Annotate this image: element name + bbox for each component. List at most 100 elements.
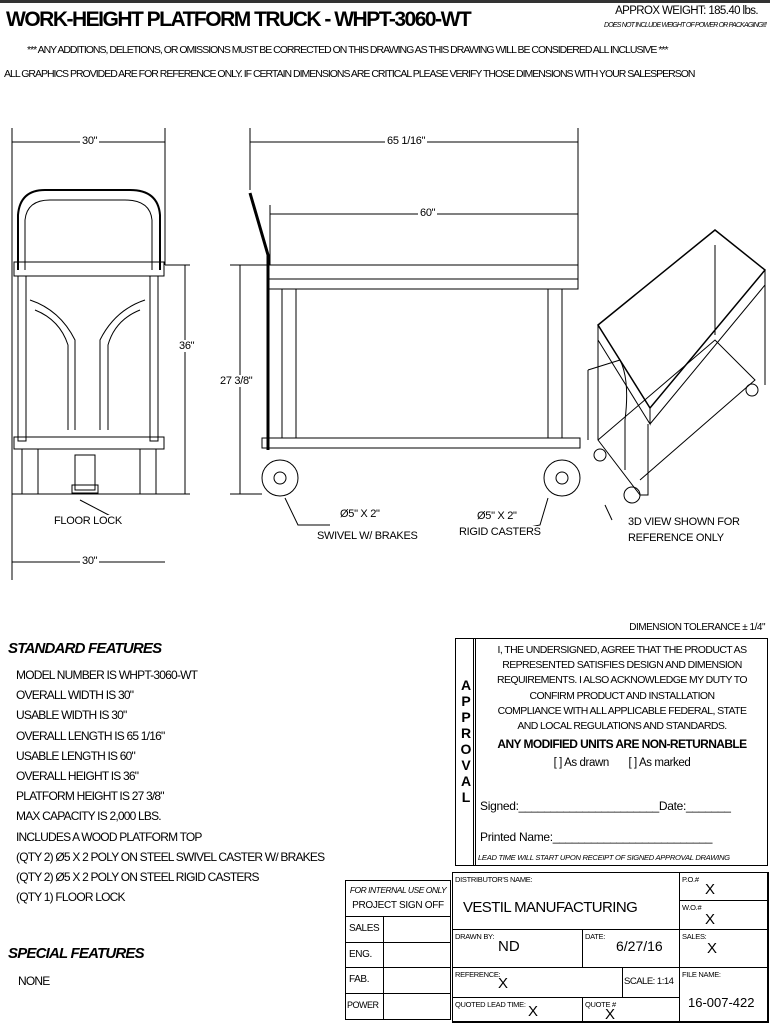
signoff-row: ENG. <box>346 942 450 968</box>
feature-item: (QTY 1) FLOOR LOCK <box>16 890 126 905</box>
platform-height-dim: 27 3/8" <box>218 375 255 387</box>
feature-item: (QTY 2) Ø5 X 2 POLY ON STEEL RIGID CASTE… <box>16 870 260 885</box>
front-width-top-dim: 30" <box>80 135 100 147</box>
signoff-row: POWER <box>346 993 450 1019</box>
approval-line: I, THE UNDERSIGNED, AGREE THAT THE PRODU… <box>497 644 748 656</box>
approval-side-panel: APPROVAL <box>456 639 476 865</box>
drawn-by-label: DRAWN BY: <box>455 932 495 941</box>
lead-time-note: LEAD TIME WILL START UPON RECEIPT OF SIG… <box>478 853 730 862</box>
feature-item: PLATFORM HEIGHT IS 27 3/8" <box>16 789 165 804</box>
usable-length-dim: 60" <box>418 207 438 219</box>
signoff-row: SALES <box>346 917 450 943</box>
inclusive-notice: *** ANY ADDITIONS, DELETIONS, OR OMISSIO… <box>27 44 669 56</box>
3d-view <box>587 229 767 521</box>
option-as-marked[interactable]: [ ] As marked <box>628 757 691 770</box>
rigid-caster-size: Ø5" X 2" <box>475 510 519 522</box>
internal-use-label: FOR INTERNAL USE ONLY <box>349 885 447 895</box>
signoff-field[interactable] <box>384 968 450 993</box>
distributor-label: DISTRIBUTOR'S NAME: <box>455 875 533 884</box>
feature-item: OVERALL LENGTH IS 65 1/16" <box>16 728 165 743</box>
non-returnable-warning: ANY MODIFIED UNITS ARE NON-RETURNABLE <box>497 737 747 752</box>
feature-item: OVERALL WIDTH IS 30" <box>16 688 134 703</box>
option-as-drawn[interactable]: [ ] As drawn <box>553 757 610 770</box>
file-name-label: FILE NAME: <box>682 970 721 979</box>
printed-name-field[interactable]: Printed Name:_________________________ <box>480 830 713 844</box>
scale-value: SCALE: 1:14 <box>624 976 674 987</box>
dimension-tolerance: DIMENSION TOLERANCE ± 1/4" <box>629 622 765 633</box>
front-height-dim: 36" <box>177 340 197 352</box>
floor-lock-label: FLOOR LOCK <box>52 515 124 527</box>
drawn-by-cell: DRAWN BY: ND <box>452 929 583 968</box>
quote-cell: QUOTE # X <box>582 997 680 1023</box>
po-label: P.O.# <box>682 875 699 884</box>
drawn-by-value: ND <box>498 938 520 955</box>
3d-view-note-1: 3D VIEW SHOWN FOR <box>626 516 742 528</box>
swivel-caster-label: SWIVEL W/ BRAKES <box>315 530 420 542</box>
lead-time-cell: QUOTED LEAD TIME: X <box>452 997 583 1023</box>
reference-notice: ALL GRAPHICS PROVIDED ARE FOR REFERENCE … <box>4 68 695 80</box>
approval-line: REQUIREMENTS. I ALSO ACKNOWLEDGE MY DUTY… <box>497 674 748 687</box>
feature-item: USABLE WIDTH IS 30" <box>16 708 127 723</box>
lead-time-label: QUOTED LEAD TIME: <box>455 1000 526 1009</box>
approval-line: CONFIRM PRODUCT AND INSTALLATION <box>529 689 716 702</box>
standard-features-heading: STANDARD FEATURES <box>8 640 162 657</box>
signoff-label: FAB. <box>346 968 384 993</box>
feature-item: MAX CAPACITY IS 2,000 LBS. <box>16 809 162 824</box>
signoff-field[interactable] <box>384 943 450 968</box>
weight-note: DOES NOT INCLUDE WEIGHT OF POWER OR PACK… <box>603 22 767 29</box>
signoff-title: PROJECT SIGN OFF <box>352 900 444 911</box>
approval-line: COMPLIANCE WITH ALL APPLICABLE FEDERAL, … <box>497 704 747 717</box>
special-features-heading: SPECIAL FEATURES <box>8 945 145 962</box>
date-cell: DATE: 6/27/16 <box>582 929 680 968</box>
feature-item: INCLUDES A WOOD PLATFORM TOP <box>16 829 202 844</box>
overall-length-dim: 65 1/16" <box>385 135 428 147</box>
feature-item: MODEL NUMBER IS WHPT-3060-WT <box>16 668 198 682</box>
3d-view-note-2: REFERENCE ONLY <box>626 532 726 544</box>
date-value: 6/27/16 <box>616 938 663 954</box>
sales-label: SALES: <box>682 932 707 941</box>
signoff-label: ENG. <box>346 942 384 967</box>
signoff-label: SALES <box>346 917 384 942</box>
rigid-caster-label: RIGID CASTERS <box>457 526 543 538</box>
po-value: X <box>705 881 716 898</box>
swivel-caster-size: Ø5" X 2" <box>338 508 382 520</box>
side-view <box>230 128 581 531</box>
wo-cell: W.O.# X <box>679 900 769 930</box>
signed-date-field[interactable]: Signed:______________________Date:______… <box>480 799 731 813</box>
quote-label: QUOTE # <box>585 1000 616 1009</box>
approx-weight: APPROX WEIGHT: 185.40 lbs. <box>615 5 759 17</box>
approval-side-label: APPROVAL <box>460 677 472 805</box>
approval-box: APPROVAL I, THE UNDERSIGNED, AGREE THAT … <box>455 638 768 866</box>
project-signoff: FOR INTERNAL USE ONLY PROJECT SIGN OFF S… <box>345 880 451 1020</box>
approval-statement: I, THE UNDERSIGNED, AGREE THAT THE PRODU… <box>478 643 766 772</box>
signoff-row: FAB. <box>346 968 450 994</box>
file-name-cell: FILE NAME: 16-007-422 <box>679 967 769 1023</box>
scale-cell: SCALE: 1:14 <box>622 967 680 998</box>
feature-item: USABLE LENGTH IS 60" <box>16 748 136 763</box>
drawing-title: WORK-HEIGHT PLATFORM TRUCK - WHPT-3060-W… <box>6 8 472 31</box>
lead-time-value: X <box>528 1003 539 1020</box>
reference-label: REFERENCE: <box>455 970 501 979</box>
top-border <box>0 0 770 3</box>
reference-cell: REFERENCE: X <box>452 967 623 998</box>
date-label: DATE: <box>585 932 606 941</box>
distributor-cell: DISTRIBUTOR'S NAME: VESTIL MANUFACTURING <box>452 872 680 930</box>
file-name-value: 16-007-422 <box>688 995 755 1010</box>
technical-drawing <box>11 128 767 580</box>
quote-value: X <box>605 1006 616 1023</box>
feature-item: OVERALL HEIGHT IS 36" <box>16 769 139 784</box>
wo-value: X <box>705 911 716 928</box>
title-block: DISTRIBUTOR'S NAME: VESTIL MANUFACTURING… <box>452 872 769 1023</box>
sales-value: X <box>707 940 718 957</box>
sales-cell: SALES: X <box>679 929 769 968</box>
approval-line: AND LOCAL REGULATIONS AND STANDARDS. <box>517 720 727 733</box>
po-cell: P.O.# X <box>679 872 769 901</box>
reference-value: X <box>498 975 509 992</box>
wo-label: W.O.# <box>682 903 702 912</box>
signoff-field[interactable] <box>384 994 450 1019</box>
standard-features-list: MODEL NUMBER IS WHPT-3060-WT OVERALL WID… <box>16 665 325 907</box>
front-view <box>11 128 190 580</box>
signoff-field[interactable] <box>384 917 450 942</box>
signoff-label: POWER <box>346 993 384 1019</box>
approval-line: REPRESENTED SATISFIES DESIGN AND DIMENSI… <box>502 659 742 672</box>
